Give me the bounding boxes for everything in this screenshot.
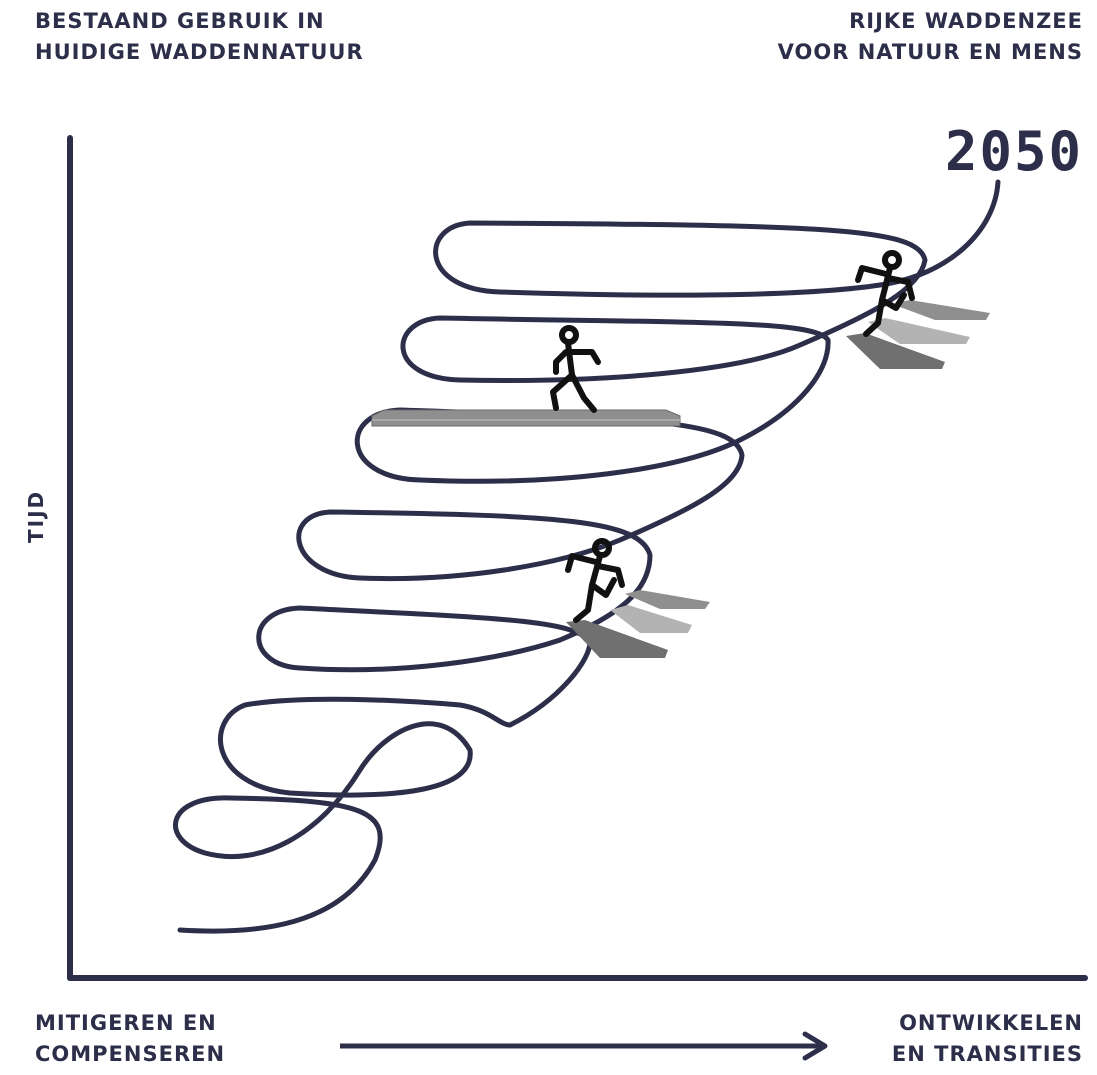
bottom-right-line-1: ONTWIKKELEN (899, 1011, 1083, 1035)
bottom-right-label: ONTWIKKELEN EN TRANSITIES (892, 1008, 1083, 1070)
stairs-lower (566, 590, 710, 658)
top-right-label: RIJKE WADDENZEE VOOR NATUUR EN MENS (778, 6, 1083, 68)
top-left-label: BESTAAND GEBRUIK IN HUIDIGE WADDENNATUUR (35, 6, 364, 68)
bottom-left-label: MITIGEREN EN COMPENSEREN (35, 1008, 225, 1070)
spiral-path (173, 179, 1001, 934)
walking-figure-middle (550, 325, 601, 413)
top-right-line-2: VOOR NATUUR EN MENS (777, 40, 1083, 64)
platform (371, 409, 681, 427)
walking-figure-lower (565, 538, 625, 623)
bottom-left-line-1: MITIGEREN EN (35, 1011, 217, 1035)
stairs-upper (846, 300, 990, 369)
bottom-left-line-2: COMPENSEREN (35, 1042, 226, 1066)
year-label: 2050 (944, 120, 1083, 183)
direction-arrow-head (802, 1031, 828, 1061)
top-right-line-1: RIJKE WADDENZEE (849, 9, 1083, 33)
bottom-right-line-2: EN TRANSITIES (891, 1042, 1083, 1066)
walking-figure-upper (855, 250, 915, 337)
top-left-line-2: HUIDIGE WADDENNATUUR (35, 40, 364, 64)
top-left-line-1: BESTAAND GEBRUIK IN (35, 9, 325, 33)
